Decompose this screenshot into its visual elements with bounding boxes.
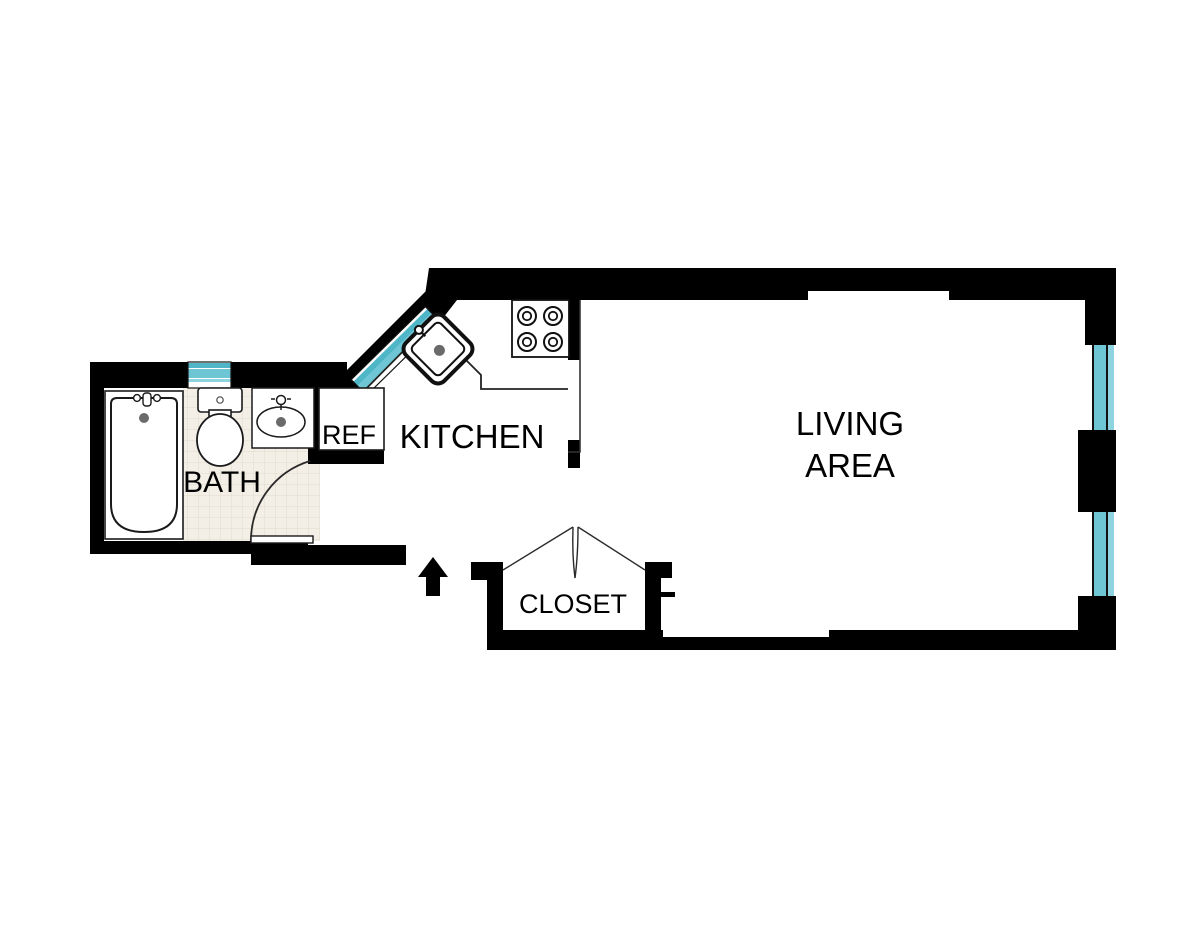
bathtub-faucet	[130, 392, 164, 407]
label-ref: REF	[322, 420, 376, 450]
wall-kitchen-partition-upper	[568, 300, 580, 360]
label-living-line2: AREA	[805, 447, 895, 484]
wall-hall-south	[251, 545, 406, 565]
wall-kitchen-top	[432, 268, 592, 300]
wall-living-top-right	[949, 268, 1085, 300]
living-window-lower	[1078, 512, 1116, 596]
bathtub-drain	[139, 413, 149, 423]
closet-door-left[interactable]	[502, 526, 574, 571]
wall-living-right-mid	[1078, 428, 1116, 514]
wall-kitchen-partition-lower	[568, 440, 580, 468]
closet-doors[interactable]	[502, 526, 646, 579]
bathroom-sink	[251, 387, 315, 449]
kitchen-partition-line	[568, 300, 581, 453]
wall-living-bottom-right	[829, 630, 1116, 650]
wall-kitchen-corner-nw	[424, 268, 452, 302]
kitchen-sink	[401, 312, 475, 386]
label-closet: CLOSET	[519, 589, 627, 619]
wall-closet-right-nub	[645, 562, 672, 578]
living-window-upper	[1078, 345, 1116, 430]
wall-closet-right-tick	[661, 592, 675, 597]
wall-left-exterior	[90, 362, 104, 554]
wall-living-bottom-left	[660, 637, 832, 650]
wall-closet-right	[645, 565, 661, 637]
wall-bath-top-right	[231, 362, 347, 388]
refrigerator	[318, 387, 385, 451]
bathtub-basin	[110, 397, 178, 534]
closet-door-right[interactable]	[577, 526, 646, 571]
wall-living-top-left	[580, 268, 808, 300]
bathroom-window	[187, 361, 232, 389]
wall-closet-left-nub	[471, 562, 503, 580]
wall-closet-bottom	[487, 630, 663, 650]
label-living-line1: LIVING	[796, 405, 904, 442]
toilet	[196, 387, 244, 467]
bath-fixtures	[104, 387, 315, 544]
wall-living-top-recess	[808, 268, 949, 291]
label-kitchen: KITCHEN	[400, 418, 545, 455]
wall-bath-top-left	[90, 362, 188, 388]
stove-cooktop	[511, 299, 570, 358]
label-bath: BATH	[183, 466, 261, 499]
entry-arrow	[418, 557, 448, 596]
wall-closet-left	[487, 565, 503, 637]
closet-door-left-arc	[572, 526, 576, 579]
room-labels: BATH REF KITCHEN LIVING AREA CLOSET	[183, 405, 904, 619]
kitchen-fixtures	[318, 299, 581, 453]
wall-kitchen-south-left	[308, 450, 384, 464]
closet-door-right-arc	[574, 526, 579, 579]
wall-living-top-corner	[1085, 268, 1116, 348]
bathroom-door[interactable]	[250, 460, 314, 544]
